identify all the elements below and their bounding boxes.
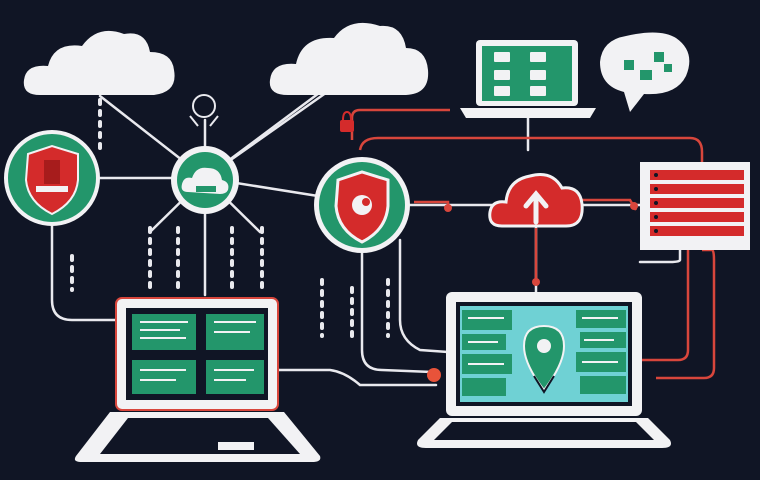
laptop-location-icon bbox=[522, 324, 566, 394]
hub bbox=[171, 146, 239, 214]
laptop-right bbox=[417, 292, 671, 448]
dashed-traces bbox=[70, 98, 390, 338]
cloud-hub-icon bbox=[181, 167, 229, 194]
server-rack bbox=[640, 162, 750, 250]
cloud-icon bbox=[23, 30, 175, 95]
cloud-upload bbox=[488, 173, 584, 228]
junction-dot bbox=[444, 204, 452, 212]
chat-bubble-icon bbox=[600, 32, 690, 112]
junction-dot bbox=[532, 278, 540, 286]
shield-center bbox=[314, 157, 410, 253]
server-icon bbox=[650, 170, 744, 236]
junction-dot bbox=[427, 368, 441, 382]
junction-dot bbox=[630, 202, 638, 210]
laptop-left bbox=[74, 297, 321, 462]
lock-icon bbox=[340, 110, 354, 132]
shield-left bbox=[4, 130, 100, 226]
red-connectors bbox=[350, 108, 716, 380]
cloud-icon bbox=[269, 22, 429, 95]
laptop-icon bbox=[460, 40, 596, 118]
lock-icon bbox=[189, 94, 219, 127]
